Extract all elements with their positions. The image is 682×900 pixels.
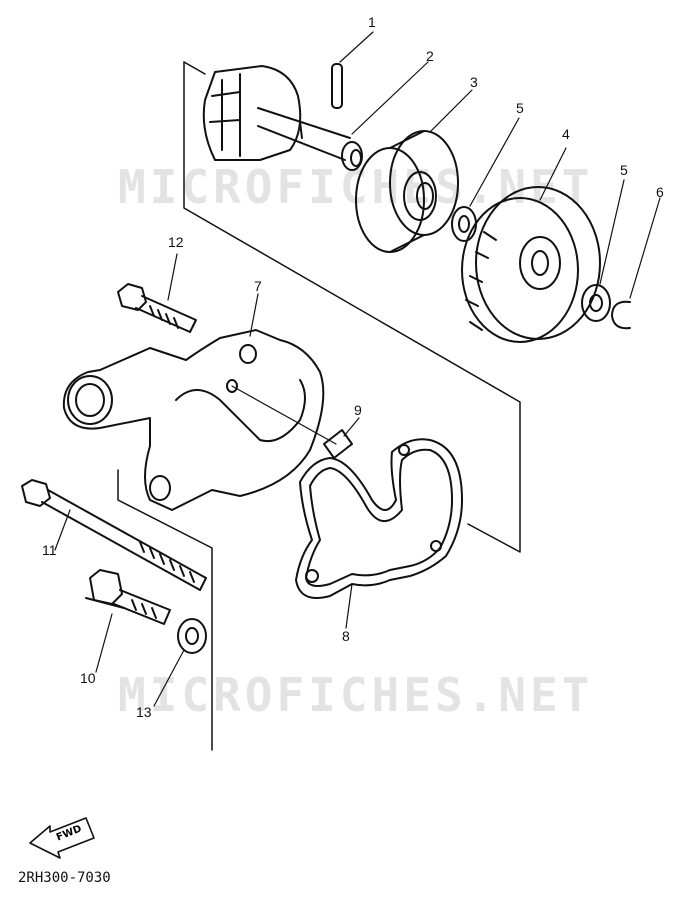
washer-part-13 xyxy=(177,618,207,654)
diagram-code: 2RH300-7030 xyxy=(18,870,111,886)
assembly-boundary-upper-top xyxy=(183,61,206,75)
bearing-part-2 xyxy=(355,130,459,253)
callout-9: 9 xyxy=(354,402,362,418)
leader-lines xyxy=(54,31,661,707)
assembly-boundary-upper xyxy=(183,61,521,553)
callout-13: 13 xyxy=(136,704,152,720)
callout-8: 8 xyxy=(342,628,350,644)
impeller-shaft-part xyxy=(202,65,363,171)
assembly-boundary-lower xyxy=(117,469,213,751)
callout-5-left: 5 xyxy=(516,100,524,116)
dowel-leader-line xyxy=(231,385,337,445)
bolt-part-10 xyxy=(117,283,197,333)
washer-part-5-right xyxy=(581,284,611,322)
callout-12: 10 xyxy=(80,670,96,686)
callout-4: 4 xyxy=(562,126,570,142)
callout-10: 12 xyxy=(168,234,184,250)
flange-bolt-part-12 xyxy=(85,569,171,625)
callout-7: 7 xyxy=(254,278,262,294)
dowel-pin-part-9 xyxy=(323,429,353,459)
circlip-part-6 xyxy=(611,300,631,330)
callout-6: 6 xyxy=(656,184,664,200)
pump-housing-part-7 xyxy=(62,329,325,511)
gear-part-4 xyxy=(461,186,601,343)
pin-part-3 xyxy=(331,63,343,109)
callout-5-right: 5 xyxy=(620,162,628,178)
long-bolt-part-11 xyxy=(21,479,207,591)
callout-2: 3 xyxy=(470,74,478,90)
callout-1: 2 xyxy=(426,48,434,64)
watermark-bottom: MICROFICHES.NET xyxy=(118,668,594,722)
washer-part-5-left xyxy=(451,206,477,242)
callout-3: 1 xyxy=(368,14,376,30)
fwd-arrow-icon xyxy=(29,817,95,859)
callout-11: 11 xyxy=(42,542,57,558)
gasket-part-8 xyxy=(295,438,463,599)
